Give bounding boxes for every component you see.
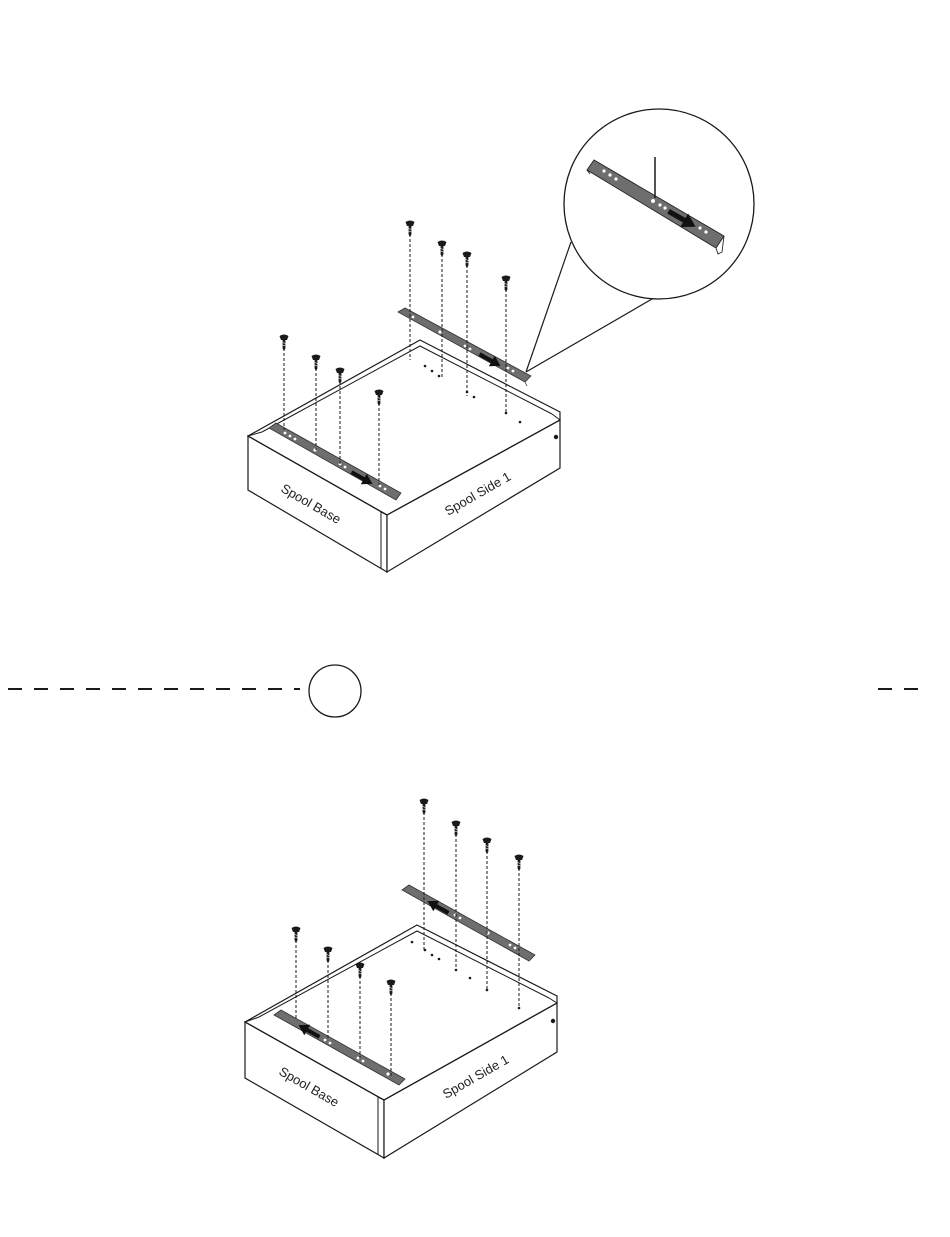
screw-icon <box>463 252 472 269</box>
screw-icon <box>438 241 447 258</box>
screw-icon <box>292 927 301 944</box>
screw-icon <box>406 221 415 238</box>
bottom-assembly: Spool Base Spool Side 1 <box>245 799 557 1159</box>
rear-bracket-bottom <box>402 885 535 961</box>
top-assembly: Spool Base Spool Side 1 <box>248 109 754 572</box>
screw-icon <box>312 355 321 372</box>
detail-magnifier <box>526 109 754 372</box>
screw-icon <box>515 855 524 872</box>
screw-icon <box>502 276 511 293</box>
step-number-circle <box>309 665 361 717</box>
screw-icon <box>387 980 396 997</box>
screw-icon <box>420 799 429 816</box>
screw-icon <box>375 390 384 407</box>
step-divider <box>8 665 930 717</box>
screw-icon <box>356 963 365 980</box>
screw-icon <box>280 335 289 352</box>
screw-icon <box>483 838 492 855</box>
screw-icon <box>336 368 345 385</box>
screw-icon <box>452 821 461 838</box>
screw-icon <box>324 947 333 964</box>
